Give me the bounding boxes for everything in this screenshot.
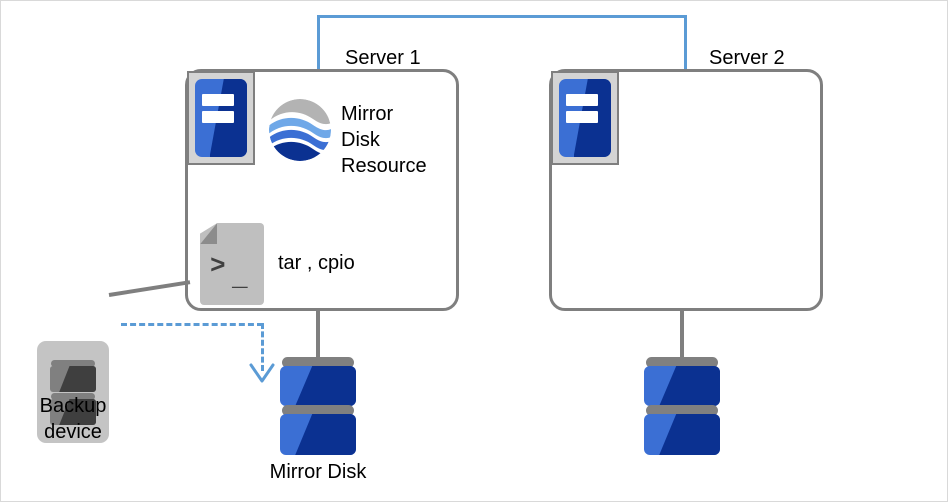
server1-chassis-icon (187, 71, 255, 165)
mirror-disk-2-icon (640, 357, 724, 457)
mirror-disk-1-label: Mirror Disk (269, 461, 367, 483)
server1-label: Server 1 (345, 47, 421, 69)
mirror-disk-resource-line-2: Disk (341, 129, 380, 151)
script-file-icon: > _ (200, 223, 264, 305)
backup-flow-arrow-vertical (261, 323, 264, 371)
server-interconnect-line (317, 15, 687, 71)
mirror-disk-1-icon (276, 357, 360, 457)
tar-cpio-label: tar , cpio (278, 252, 355, 274)
backup-device-line-2: device (44, 421, 102, 443)
backup-device-label: Backup device (3, 393, 143, 445)
backup-device-line-1: Backup (39, 395, 107, 417)
backup-flow-arrowhead (249, 363, 275, 385)
backup-device-icon (37, 341, 109, 443)
mirror-disk-resource-line-1: Mirror (341, 103, 394, 125)
globe-icon (269, 99, 331, 161)
script-prompt-glyph: > (210, 251, 226, 281)
server2-disk-cable (680, 311, 684, 359)
server2-label: Server 2 (709, 47, 785, 69)
server1-disk-cable (316, 311, 320, 359)
script-cursor-glyph: _ (232, 263, 248, 293)
server2-chassis-icon (551, 71, 619, 165)
backup-device-cable (108, 280, 191, 297)
backup-flow-arrow-horizontal (121, 323, 263, 326)
mirror-disk-resource-line-3: Resource (341, 155, 427, 177)
